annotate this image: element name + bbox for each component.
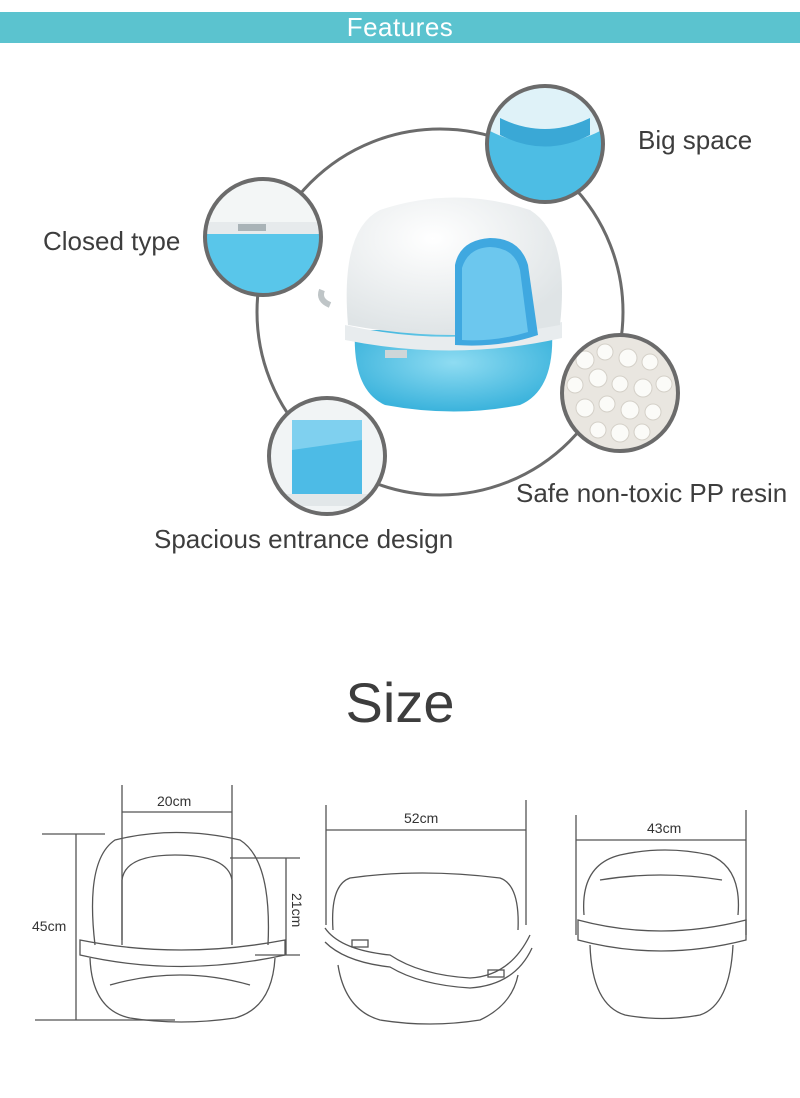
- size-title: Size: [345, 671, 455, 734]
- front-height-label: 45cm: [32, 918, 66, 934]
- pp-resin-detail-image: [560, 333, 680, 453]
- side-view-diagram: [324, 800, 533, 1025]
- feature-closed-type: Closed type: [43, 226, 181, 256]
- litter-box-product-image: [318, 197, 562, 412]
- feature-big-space: Big space: [638, 125, 753, 155]
- back-width-label: 43cm: [647, 820, 681, 836]
- front-width-label: 20cm: [157, 793, 191, 809]
- front-view-diagram: [35, 785, 300, 1023]
- entrance-detail-image: [267, 396, 387, 516]
- big-space-detail-image: [485, 84, 605, 204]
- feature-ring: [255, 127, 625, 497]
- back-view-diagram: [575, 810, 747, 1020]
- side-width-label: 52cm: [404, 810, 438, 826]
- feature-entrance: Spacious entrance design: [154, 524, 454, 554]
- feature-safe-resin: Safe non-toxic PP resin: [516, 478, 788, 508]
- closed-type-detail-image: [203, 177, 323, 297]
- entrance-height-label: 21cm: [289, 893, 305, 927]
- features-title: Features: [346, 12, 454, 42]
- features-banner: Features: [0, 12, 800, 43]
